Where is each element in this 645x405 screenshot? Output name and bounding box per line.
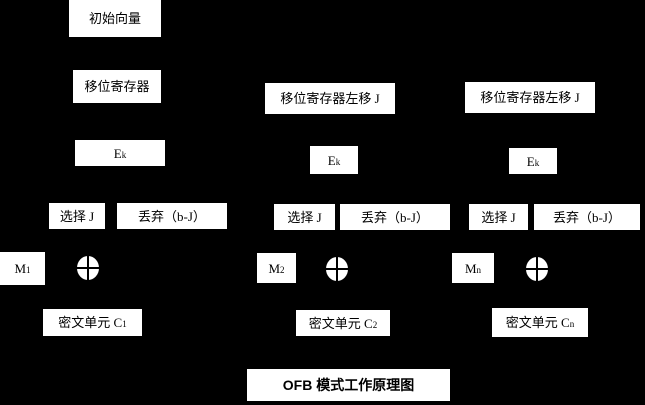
xor-circle-icon — [326, 257, 348, 281]
shift-register-box-1: 移位寄存器 — [73, 70, 161, 103]
shift-register-box-2: 移位寄存器左移 J — [265, 83, 395, 114]
xor-circle-icon — [526, 257, 548, 281]
shift-register-box-n: 移位寄存器左移 J — [465, 82, 595, 113]
message-subscript: n — [476, 264, 482, 275]
message-label: M — [14, 261, 27, 276]
select-j-box-2: 选择 J — [274, 204, 335, 230]
message-subscript: 2 — [280, 264, 285, 275]
ciphertext-unit-subscript: 2 — [372, 319, 378, 330]
ciphertext-unit-label: 密文单元 C — [308, 315, 373, 331]
encrypt-function-subscript: k — [121, 149, 127, 160]
message-label: M — [268, 260, 281, 276]
encrypt-function-label: E — [327, 152, 336, 168]
ciphertext-unit-subscript: 1 — [122, 319, 127, 329]
encrypt-function-subscript: k — [335, 156, 341, 167]
select-j-box-n: 选择 J — [469, 204, 528, 230]
diagram-title: OFB 模式工作原理图 — [247, 369, 450, 401]
ciphertext-unit-subscript: n — [569, 319, 575, 329]
discard-box-2: 丢弃（b-J） — [340, 204, 450, 230]
initial-vector-box: 初始向量 — [69, 0, 161, 37]
encrypt-function-label: E — [113, 145, 122, 161]
ciphertext-unit-label: 密文单元 C — [505, 315, 570, 330]
encrypt-function-subscript: k — [534, 157, 540, 168]
select-j-box-1: 选择 J — [49, 203, 105, 229]
xor-circle-icon — [77, 256, 99, 280]
message-subscript: 1 — [26, 265, 31, 275]
encrypt-function-label: E — [526, 153, 535, 169]
discard-box-n: 丢弃（b-J） — [534, 204, 640, 230]
discard-box-1: 丢弃（b-J） — [117, 203, 227, 229]
ciphertext-unit-label: 密文单元 C — [58, 315, 123, 330]
message-label: M — [464, 260, 477, 276]
